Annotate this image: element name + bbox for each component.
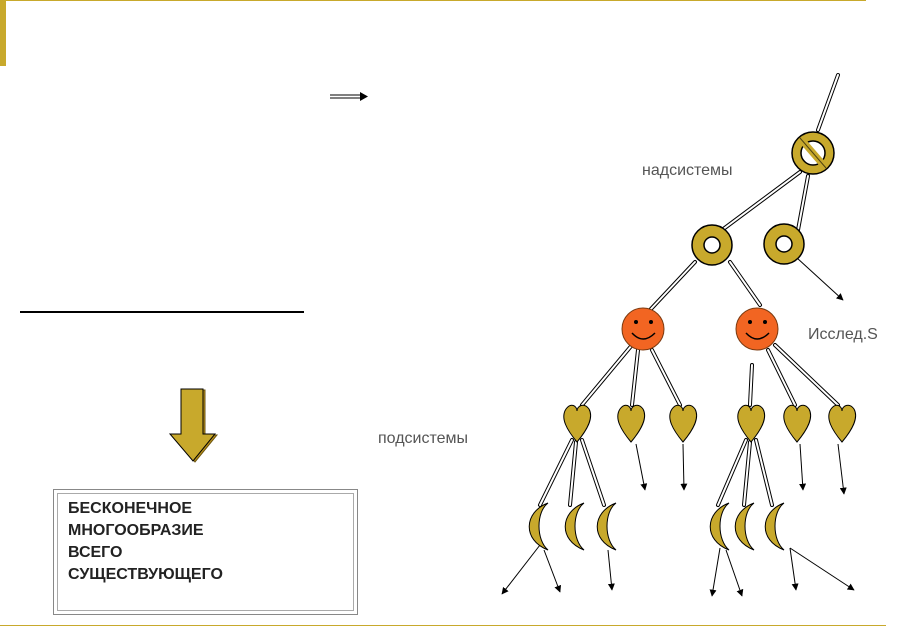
- heart-icon: [737, 404, 766, 443]
- underline-rule: [20, 311, 304, 313]
- heart-icon: [617, 404, 646, 443]
- label-supersystems: надсистемы: [642, 162, 733, 179]
- crescent-moon-icon: [528, 502, 549, 551]
- crescent-moon-icon: [764, 502, 785, 551]
- heart-icon: [669, 404, 698, 443]
- crescent-moon-icon: [709, 502, 730, 551]
- infobox-inner-border: [57, 493, 354, 611]
- heart-icon: [783, 404, 812, 443]
- prohibited-ring-icon: [791, 131, 835, 175]
- heart-icon: [563, 404, 592, 443]
- smiley-icon: [735, 307, 779, 351]
- infinite-diversity-box: БЕСКОНЕЧНОЕ МНОГООБРАЗИЕ ВСЕГО СУЩЕСТВУЮ…: [53, 489, 358, 615]
- label-researched-system: Исслед.S: [808, 326, 878, 343]
- crescent-moon-icon: [596, 502, 617, 551]
- ring-icon: [691, 224, 733, 266]
- heart-icon: [828, 404, 857, 443]
- ring-icon: [763, 223, 805, 265]
- infobox-line-1: БЕСКОНЕЧНОЕ: [68, 500, 193, 517]
- outgoing-arrows: [501, 257, 855, 597]
- infobox-line-2: МНОГООБРАЗИЕ: [68, 522, 204, 539]
- infobox-line-3: ВСЕГО: [68, 544, 123, 561]
- infobox-line-4: СУЩЕСТВУЮЩЕГО: [68, 566, 223, 583]
- smiley-icon: [621, 307, 665, 351]
- down-arrow-icon: [168, 388, 219, 463]
- infobox-text: БЕСКОНЕЧНОЕ МНОГООБРАЗИЕ ВСЕГО СУЩЕСТВУЮ…: [68, 498, 223, 586]
- label-subsystems: подсистемы: [378, 430, 469, 447]
- crescent-moon-icon: [564, 502, 585, 551]
- crescent-moon-icon: [734, 502, 755, 551]
- small-right-arrow-icon: [330, 92, 368, 101]
- frame-top-rule: [0, 0, 866, 1]
- connector-lines: [538, 73, 840, 507]
- frame-left-accent: [0, 0, 6, 66]
